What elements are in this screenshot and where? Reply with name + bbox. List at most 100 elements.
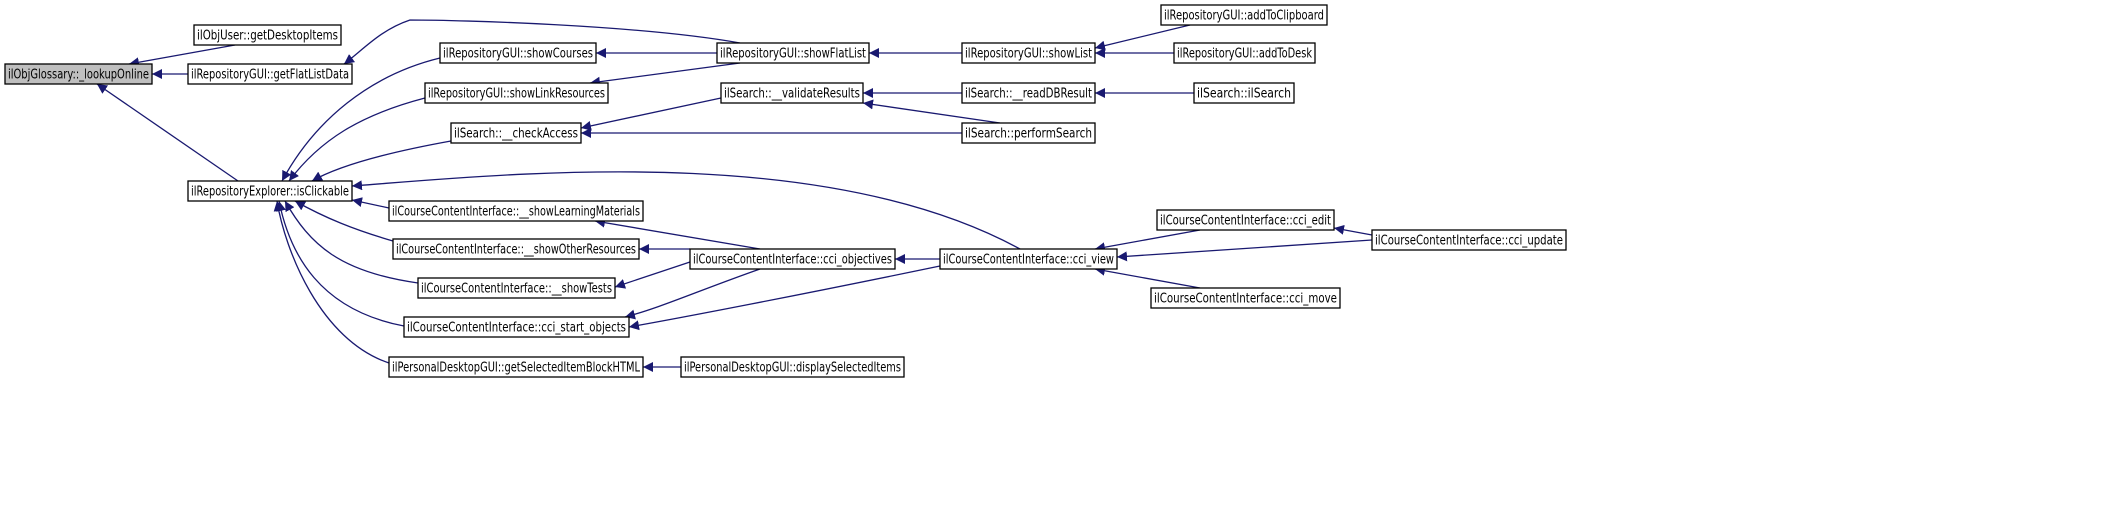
function-node-show-link-resources[interactable]: ilRepositoryGUI::showLinkResources xyxy=(424,82,609,104)
function-node-cci-start-objects[interactable]: ilCourseContentInterface::cci_start_obje… xyxy=(403,316,630,338)
function-node-cci-update[interactable]: ilCourseContentInterface::cci_update xyxy=(1371,229,1567,251)
function-node-check-access[interactable]: ilSearch::__checkAccess xyxy=(450,122,582,144)
function-node-cci-edit[interactable]: ilCourseContentInterface::cci_edit xyxy=(1156,209,1335,231)
function-node-box xyxy=(961,122,1096,144)
function-node-display-selected-items[interactable]: ilPersonalDesktopGUI::displaySelectedIte… xyxy=(680,356,905,378)
function-node-label: ilRepositoryExplorer::isClickable xyxy=(191,185,349,200)
function-node-label: ilCourseContentInterface::__showOtherRes… xyxy=(396,243,636,258)
function-node-box xyxy=(1160,4,1328,26)
function-node-label: ilCourseContentInterface::cci_edit xyxy=(1160,214,1331,229)
call-edge-show-flat-list-to-get-flat-list-data xyxy=(343,19,741,65)
call-edge-cci-edit-to-cci-view xyxy=(1094,229,1201,253)
function-node-label: ilObjUser::getDesktopItems xyxy=(197,29,338,44)
function-node-label: ilSearch::__readDBResult xyxy=(965,87,1092,102)
function-node-label: ilCourseContentInterface::__showLearning… xyxy=(392,205,640,220)
function-node-box xyxy=(939,248,1118,270)
function-node-show-courses[interactable]: ilRepositoryGUI::showCourses xyxy=(439,42,597,64)
function-node-label: ilCourseContentInterface::cci_start_obje… xyxy=(407,321,626,336)
call-edge-get-selected-item-block-html-to-is-clickable xyxy=(273,200,390,364)
function-node-label: ilCourseContentInterface::cci_update xyxy=(1375,234,1563,249)
function-node-box xyxy=(1173,42,1316,64)
function-node-add-to-desk[interactable]: ilRepositoryGUI::addToDesk xyxy=(1173,42,1316,64)
function-node-label: ilRepositoryGUI::showFlatList xyxy=(720,47,866,62)
call-edge-is-clickable-to-lookup-online xyxy=(96,83,239,182)
function-node-label: ilCourseContentInterface::cci_move xyxy=(1154,292,1337,307)
function-node-box xyxy=(439,42,597,64)
function-node-label: ilRepositoryGUI::addToClipboard xyxy=(1164,9,1324,24)
call-edge-cci-start-objects-to-is-clickable xyxy=(276,200,405,327)
function-node-validate-results[interactable]: ilSearch::__validateResults xyxy=(720,82,864,104)
function-node-get-selected-item-block-html[interactable]: ilPersonalDesktopGUI::getSelectedItemBlo… xyxy=(388,356,644,378)
function-node-label: ilSearch::performSearch xyxy=(965,127,1092,142)
call-edges xyxy=(96,19,1373,372)
function-node-perform-search[interactable]: ilSearch::performSearch xyxy=(961,122,1096,144)
function-node-lookup-online[interactable]: ilObjGlossary::_lookupOnline xyxy=(4,63,153,85)
function-node-box xyxy=(187,63,353,85)
call-edge-get-desktop-items-to-lookup-online xyxy=(128,44,236,68)
function-node-box xyxy=(4,63,153,85)
function-node-get-flat-list-data[interactable]: ilRepositoryGUI::getFlatListData xyxy=(187,63,353,85)
function-node-box xyxy=(689,248,896,270)
function-node-box xyxy=(961,42,1096,64)
function-node-box xyxy=(388,356,644,378)
function-node-label: ilObjGlossary::_lookupOnline xyxy=(8,68,149,83)
call-edge-cci-update-to-cci-edit xyxy=(1333,224,1373,236)
function-node-box xyxy=(720,82,864,104)
call-edge-cci-update-to-cci-view xyxy=(1116,239,1373,262)
function-node-box xyxy=(1371,229,1567,251)
call-edge-perform-search-to-validate-results xyxy=(862,99,1001,124)
function-node-show-list[interactable]: ilRepositoryGUI::showList xyxy=(961,42,1096,64)
function-node-box xyxy=(403,316,630,338)
function-node-box xyxy=(716,42,870,64)
function-node-cci-objectives[interactable]: ilCourseContentInterface::cci_objectives xyxy=(689,248,896,270)
call-edge-show-link-resources-to-is-clickable xyxy=(288,97,426,182)
call-edge-show-learning-materials-to-is-clickable xyxy=(351,197,390,209)
function-node-label: ilCourseContentInterface::cci_objectives xyxy=(693,253,892,268)
function-node-box xyxy=(450,122,582,144)
call-edge-cci-view-to-is-clickable xyxy=(351,171,1021,250)
function-node-get-desktop-items[interactable]: ilObjUser::getDesktopItems xyxy=(193,24,342,46)
function-node-cci-move[interactable]: ilCourseContentInterface::cci_move xyxy=(1150,287,1341,309)
function-node-box xyxy=(193,24,342,46)
function-node-label: ilSearch::__checkAccess xyxy=(454,127,578,142)
call-edge-cci-objectives-to-cci-start-objects xyxy=(624,268,761,320)
call-edge-cci-objectives-to-show-tests xyxy=(614,261,691,289)
function-node-label: ilRepositoryGUI::showList xyxy=(965,47,1092,62)
function-node-box xyxy=(392,238,640,260)
function-node-label: ilRepositoryGUI::getFlatListData xyxy=(191,68,349,83)
call-edge-cci-objectives-to-show-learning-materials xyxy=(594,217,761,250)
function-node-add-to-clipboard[interactable]: ilRepositoryGUI::addToClipboard xyxy=(1160,4,1328,26)
function-node-show-flat-list[interactable]: ilRepositoryGUI::showFlatList xyxy=(716,42,870,64)
function-node-box xyxy=(961,82,1096,104)
function-node-label: ilPersonalDesktopGUI::displaySelectedIte… xyxy=(684,361,901,376)
function-node-box xyxy=(187,180,353,202)
function-node-box xyxy=(1150,287,1341,309)
function-node-show-learning-materials[interactable]: ilCourseContentInterface::__showLearning… xyxy=(388,200,644,222)
call-nodes: ilObjGlossary::_lookupOnline ilObjUser::g… xyxy=(4,4,1567,378)
function-node-label: ilSearch::ilSearch xyxy=(1197,87,1291,102)
function-node-label: ilRepositoryGUI::showCourses xyxy=(443,47,593,62)
function-node-box xyxy=(417,277,616,299)
function-node-box xyxy=(1193,82,1295,104)
call-edge-validate-results-to-check-access xyxy=(580,97,722,131)
function-node-label: ilPersonalDesktopGUI::getSelectedItemBlo… xyxy=(392,361,641,376)
call-edge-check-access-to-is-clickable xyxy=(311,140,452,182)
function-node-read-db-result[interactable]: ilSearch::__readDBResult xyxy=(961,82,1096,104)
function-node-is-clickable[interactable]: ilRepositoryExplorer::isClickable xyxy=(187,180,353,202)
function-node-label: ilCourseContentInterface::cci_view xyxy=(943,253,1114,268)
call-edge-cci-view-to-cci-start-objects xyxy=(628,265,941,331)
function-node-show-tests[interactable]: ilCourseContentInterface::__showTests xyxy=(417,277,616,299)
call-edge-show-other-resources-to-is-clickable xyxy=(294,200,394,242)
function-node-box xyxy=(424,82,609,104)
function-node-label: ilRepositoryGUI::showLinkResources xyxy=(428,87,605,102)
call-edge-cci-move-to-cci-view xyxy=(1094,265,1201,289)
function-node-il-search[interactable]: ilSearch::ilSearch xyxy=(1193,82,1295,104)
call-edge-show-courses-to-is-clickable xyxy=(281,57,441,182)
function-node-label: ilRepositoryGUI::addToDesk xyxy=(1177,47,1312,62)
function-node-show-other-resources[interactable]: ilCourseContentInterface::__showOtherRes… xyxy=(392,238,640,260)
function-node-cci-view[interactable]: ilCourseContentInterface::cci_view xyxy=(939,248,1118,270)
function-node-label: ilCourseContentInterface::__showTests xyxy=(421,282,612,297)
call-edge-add-to-clipboard-to-show-list xyxy=(1094,24,1191,51)
function-node-box xyxy=(680,356,905,378)
